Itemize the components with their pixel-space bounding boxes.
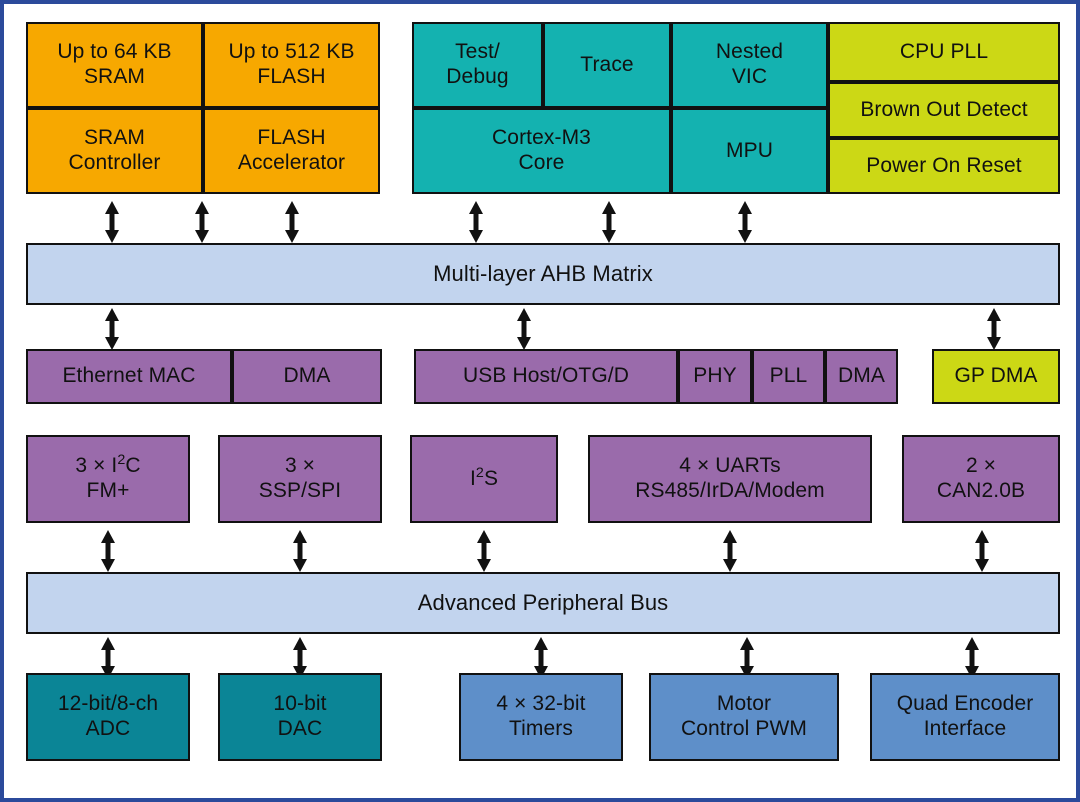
block-label: Trace xyxy=(580,52,634,76)
block-ethernet-mac[interactable]: Ethernet MAC xyxy=(26,349,232,404)
block-label: 3 ×SSP/SPI xyxy=(258,454,342,502)
block-sram-size[interactable]: Up to 64 KB SRAM xyxy=(26,22,203,108)
block-label: Power On Reset xyxy=(866,153,1022,177)
block-power-on-reset[interactable]: Power On Reset xyxy=(828,138,1060,194)
connector-arrow-i2c-to-apb xyxy=(98,530,118,572)
connector-arrow-flash-to-ahb xyxy=(192,201,212,243)
block-i2s[interactable]: I2S xyxy=(410,435,558,523)
connector-arrow-mpu-to-ahb xyxy=(735,201,755,243)
block-brown-out-detect[interactable]: Brown Out Detect xyxy=(828,82,1060,138)
block-usb-host-otg-device[interactable]: USB Host/OTG/D xyxy=(414,349,678,404)
connector-arrow-uarts-to-apb xyxy=(720,530,740,572)
connector-arrow-ahb-to-ethernet xyxy=(102,308,122,350)
block-gp-dma[interactable]: GP DMA xyxy=(932,349,1060,404)
block-label: FLASH Accelerator xyxy=(237,126,346,174)
block-test-debug[interactable]: Test/ Debug xyxy=(412,22,543,108)
block-label: SRAM Controller xyxy=(68,126,161,174)
block-label: GP DMA xyxy=(954,364,1038,388)
block-usb-pll[interactable]: PLL xyxy=(752,349,825,404)
block-label: DMA xyxy=(283,364,331,388)
block-label: I2S xyxy=(469,464,499,490)
connector-arrow-debug-to-ahb xyxy=(466,201,486,243)
block-trace[interactable]: Trace xyxy=(543,22,671,108)
block-label: CPU PLL xyxy=(899,39,989,63)
connector-arrow-ahb-to-gpdma xyxy=(984,308,1004,350)
block-ethernet-dma[interactable]: DMA xyxy=(232,349,382,404)
block-label: DMA xyxy=(838,364,885,388)
connector-arrow-sram-to-ahb xyxy=(102,201,122,243)
ahb-matrix-label: Multi-layer AHB Matrix xyxy=(433,261,653,287)
double-headed-vertical-arrow-icon xyxy=(105,201,119,243)
connector-arrow-ssp-to-apb xyxy=(290,530,310,572)
connector-arrow-flashacc-to-ahb xyxy=(282,201,302,243)
block-cortex-m3-core[interactable]: Cortex-M3 Core xyxy=(412,108,671,194)
block-label: USB Host/OTG/D xyxy=(463,364,629,388)
block-can[interactable]: 2 ×CAN2.0B xyxy=(902,435,1060,523)
connector-arrow-core-to-ahb xyxy=(599,201,619,243)
connector-arrow-can-to-apb xyxy=(972,530,992,572)
block-label: MPU xyxy=(726,138,773,162)
block-ssp-spi[interactable]: 3 ×SSP/SPI xyxy=(218,435,382,523)
block-label: PLL xyxy=(769,364,808,388)
block-cpu-pll[interactable]: CPU PLL xyxy=(828,22,1060,82)
apb-bus[interactable]: Advanced Peripheral Bus xyxy=(26,572,1060,634)
block-usb-phy[interactable]: PHY xyxy=(678,349,752,404)
block-flash-size[interactable]: Up to 512 KB FLASH xyxy=(203,22,380,108)
block-label: PHY xyxy=(693,364,737,388)
block-label: Nested VIC xyxy=(715,40,784,88)
block-mpu[interactable]: MPU xyxy=(671,108,828,194)
block-nested-vic[interactable]: Nested VIC xyxy=(671,22,828,108)
connector-arrow-i2s-to-apb xyxy=(474,530,494,572)
block-label: Brown Out Detect xyxy=(860,97,1028,121)
block-label: Ethernet MAC xyxy=(62,364,196,388)
block-label: 2 ×CAN2.0B xyxy=(936,454,1026,502)
ahb-matrix-bus[interactable]: Multi-layer AHB Matrix xyxy=(26,243,1060,305)
connector-arrow-ahb-to-usb xyxy=(514,308,534,350)
block-usb-dma[interactable]: DMA xyxy=(825,349,898,404)
block-label: Up to 64 KB SRAM xyxy=(57,40,172,88)
block-sram-controller[interactable]: SRAM Controller xyxy=(26,108,203,194)
apb-bus-label: Advanced Peripheral Bus xyxy=(417,590,669,616)
block-flash-accelerator[interactable]: FLASH Accelerator xyxy=(203,108,380,194)
block-label: Up to 512 KB FLASH xyxy=(228,40,355,88)
block-label: Test/ Debug xyxy=(446,40,509,88)
block-label: Cortex-M3 Core xyxy=(492,126,591,174)
